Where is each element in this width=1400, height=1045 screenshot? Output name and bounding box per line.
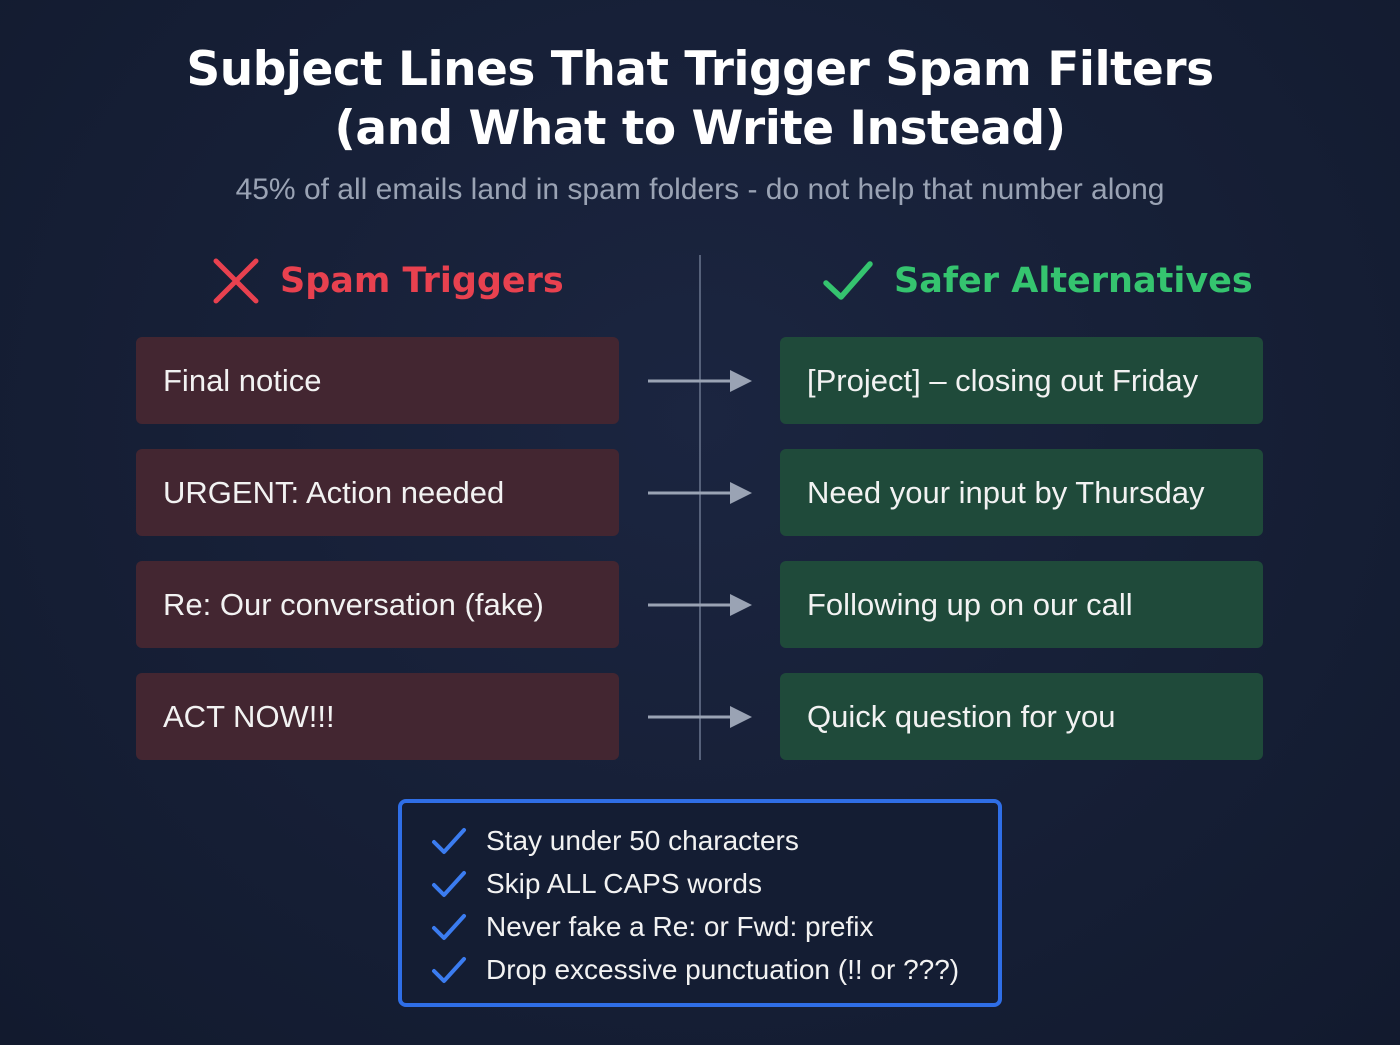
comparison-row: ACT NOW!!! Quick question for you [0, 673, 1400, 760]
spam-trigger-card: Re: Our conversation (fake) [136, 561, 619, 648]
comparison-row: URGENT: Action needed Need your input by… [0, 449, 1400, 536]
tip-text: Drop excessive punctuation (!! or ???) [486, 953, 960, 985]
check-icon [430, 865, 468, 903]
safer-alternative-card: Need your input by Thursday [780, 449, 1263, 536]
check-icon [430, 822, 468, 860]
spam-triggers-header: Spam Triggers [210, 254, 564, 308]
safer-alternatives-header: Safer Alternatives [822, 254, 1253, 308]
spam-trigger-card: ACT NOW!!! [136, 673, 619, 760]
tips-box: Stay under 50 characters Skip ALL CAPS w… [398, 799, 1002, 1007]
tip-text: Stay under 50 characters [486, 824, 799, 856]
spam-trigger-card: Final notice [136, 337, 619, 424]
check-icon [430, 951, 468, 989]
safer-alternatives-label: Safer Alternatives [894, 261, 1253, 301]
spam-trigger-card: URGENT: Action needed [136, 449, 619, 536]
title-line-2: (and What to Write Instead) [334, 101, 1066, 156]
safer-alternative-card: Quick question for you [780, 673, 1263, 760]
safer-alternative-card: Following up on our call [780, 561, 1263, 648]
tip-text: Skip ALL CAPS words [486, 867, 762, 899]
arrow-right-icon [648, 370, 752, 392]
check-icon [822, 255, 874, 307]
arrow-right-icon [648, 706, 752, 728]
page-title: Subject Lines That Trigger Spam Filters … [0, 40, 1400, 158]
tip-item: Drop excessive punctuation (!! or ???) [430, 948, 998, 991]
title-line-1: Subject Lines That Trigger Spam Filters [186, 42, 1214, 97]
x-icon [210, 255, 262, 307]
center-divider [699, 255, 701, 760]
arrow-right-icon [648, 482, 752, 504]
tip-item: Stay under 50 characters [430, 819, 998, 862]
comparison-row: Final notice [Project] – closing out Fri… [0, 337, 1400, 424]
comparison-row: Re: Our conversation (fake) Following up… [0, 561, 1400, 648]
tip-text: Never fake a Re: or Fwd: prefix [486, 910, 874, 942]
safer-alternative-card: [Project] – closing out Friday [780, 337, 1263, 424]
subtitle: 45% of all emails land in spam folders -… [235, 173, 1165, 206]
tip-item: Never fake a Re: or Fwd: prefix [430, 905, 998, 948]
check-icon [430, 908, 468, 946]
spam-triggers-label: Spam Triggers [280, 261, 564, 301]
tip-item: Skip ALL CAPS words [430, 862, 998, 905]
arrow-right-icon [648, 594, 752, 616]
